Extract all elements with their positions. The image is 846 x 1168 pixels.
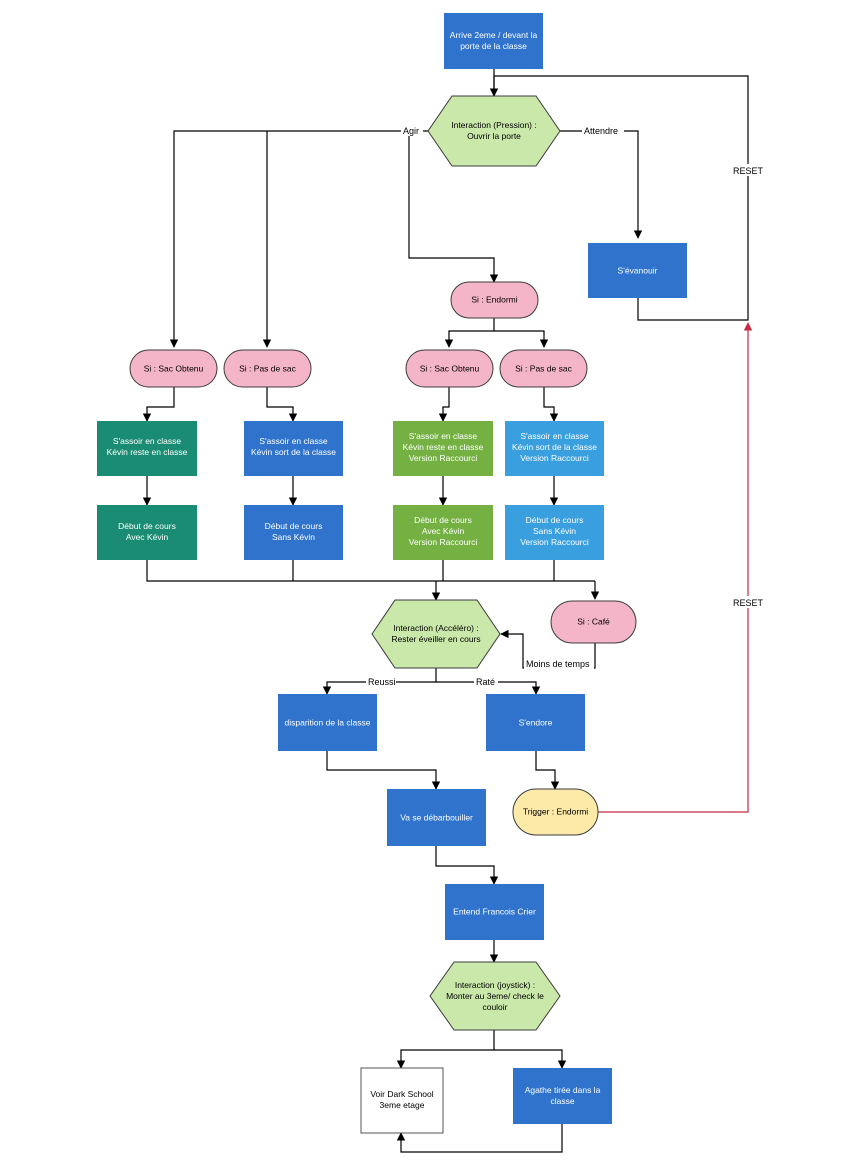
edge-reset-loop (493, 75, 749, 321)
edge-accelero-to-endore (436, 681, 541, 695)
svg-text:S'endore: S'endore (519, 717, 553, 727)
edge-sac2-to-assoir-3 (438, 387, 450, 422)
node-francois: Entend Francois Crier (445, 884, 544, 940)
svg-text:Si : Sac Obtenu: Si : Sac Obtenu (144, 363, 204, 373)
edge-attendre-to-evanouir (558, 130, 643, 239)
edge-joystick-to-branches (396, 1030, 495, 1069)
label-rate: Raté (476, 677, 495, 687)
node-disparition: disparition de la classe (278, 694, 377, 751)
svg-text:Trigger : Endormi: Trigger : Endormi (523, 806, 588, 816)
node-cafe: Si : Café (550, 600, 637, 644)
svg-text:Si : Endormi: Si : Endormi (471, 294, 517, 304)
node-endormi: Si : Endormi (450, 281, 539, 319)
svg-text:Entend Francois Crier: Entend Francois Crier (453, 906, 536, 916)
edge-endormi-branches (444, 318, 495, 348)
svg-text:Si : Sac Obtenu: Si : Sac Obtenu (420, 363, 480, 373)
edge-pas-to-assoir-2 (266, 387, 298, 422)
edge-agathe-to-dark-school (396, 1124, 563, 1153)
label-reset-bottom: RESET (733, 598, 764, 608)
node-pas-de-sac: Si : Pas de sac (223, 349, 312, 388)
node-sac-obtenu-2: Si : Sac Obtenu (405, 349, 494, 388)
node-interaction-accelero: Interaction (Accéléro) :Rester éveiller … (371, 599, 501, 669)
label-attendre: Attendre (584, 126, 618, 136)
edge-sac-to-assoir-1 (142, 387, 175, 422)
svg-text:S'évanouir: S'évanouir (618, 265, 658, 275)
svg-text:Si : Pas de sac: Si : Pas de sac (239, 363, 296, 373)
edge-pas2-to-assoir-4 (543, 387, 559, 422)
node-interaction-joystick: Interaction (joystick) :Monter au 3eme/ … (429, 961, 561, 1031)
node-endore: S'endore (486, 694, 585, 751)
label-agir: Agir (403, 126, 419, 136)
node-interaction-pression: Interaction (Pression) :Ouvrir la porte (427, 95, 561, 167)
svg-text:Si : Café: Si : Café (577, 616, 610, 626)
edge-agir-to-endormi (408, 131, 499, 283)
edge-endore-to-trigger (535, 751, 560, 790)
edge-endormi-branches-2 (494, 330, 549, 348)
label-reussi: Reussi (368, 677, 396, 687)
node-trigger: Trigger : Endormi (512, 788, 599, 836)
svg-text:Si : Pas de sac: Si : Pas de sac (515, 363, 572, 373)
svg-text:Interaction (joystick) :Monter: Interaction (joystick) :Monter au 3eme/ … (446, 980, 544, 1012)
edge-debut-merge (146, 560, 595, 582)
node-pas-de-sac-2: Si : Pas de sac (499, 349, 588, 388)
edge-joystick-to-agathe (494, 1049, 567, 1069)
svg-text:Interaction (Pression) :Ouvrir: Interaction (Pression) :Ouvrir la porte (451, 120, 537, 141)
node-debarbouiller: Va se débarbouiller (387, 789, 486, 846)
node-sac-obtenu: Si : Sac Obtenu (129, 349, 218, 388)
edge-trigger-reset (598, 322, 753, 813)
edge-debarbouiller-to-francois (435, 846, 499, 885)
label-reset-top: RESET (733, 166, 764, 176)
node-evanouir: S'évanouir (588, 243, 687, 298)
label-moins-de-temps: Moins de temps (526, 659, 590, 669)
edge-agir-to-sac-obtenu (169, 130, 430, 348)
svg-text:disparition de la classe: disparition de la classe (285, 717, 371, 727)
edge-cafe-to-accelero (500, 629, 596, 669)
edge-disparition-to-debarbouiller (326, 751, 441, 790)
svg-text:Interaction (Accéléro) :Rester: Interaction (Accéléro) :Rester éveiller … (391, 623, 480, 644)
svg-text:Va se débarbouiller: Va se débarbouiller (400, 812, 473, 822)
